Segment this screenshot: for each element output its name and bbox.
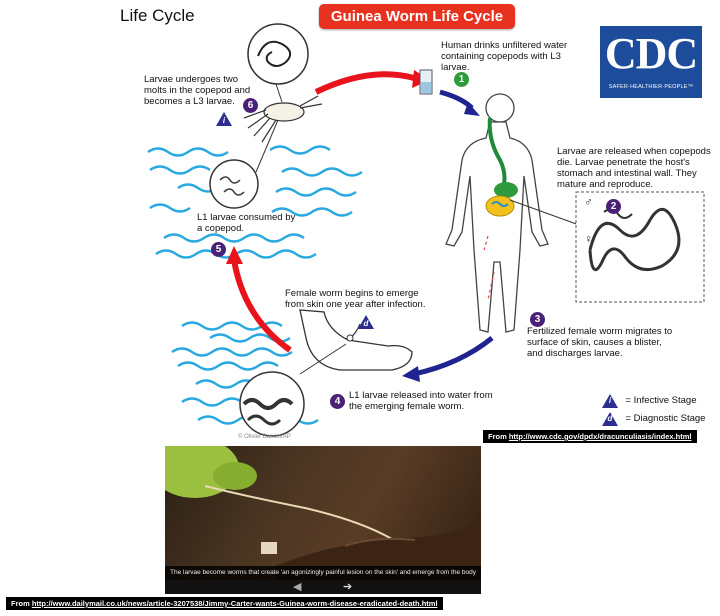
diagram-title-banner: Guinea Worm Life Cycle: [319, 4, 515, 29]
step-5-text: L1 larvae consumed by a copepod.: [197, 212, 296, 234]
photo-caption: The larvae become worms that create 'an …: [165, 566, 481, 580]
magnified-l1-in-copepod-icon: [209, 159, 259, 209]
step-1-badge: 1: [454, 72, 469, 87]
step-4-text: L1 larvae released into water from the e…: [349, 390, 493, 412]
step-5-badge: 5: [211, 242, 226, 257]
intestine-icon: [485, 195, 515, 217]
male-symbol-icon: ♂: [584, 195, 593, 209]
legend-diagnostic: d = Diagnostic Stage: [602, 410, 705, 428]
cdc-logo-letters: CDC: [604, 29, 698, 78]
step-2-badge: 2: [606, 199, 621, 214]
cdc-source-bar: From http://www.cdc.gov/dpdx/dracunculia…: [483, 430, 697, 443]
copepod-icon: [243, 95, 323, 143]
step-3-badge: 3: [530, 312, 545, 327]
female-symbol-icon: ♀: [584, 232, 593, 246]
cdc-source-link[interactable]: http://www.cdc.gov/dpdx/dracunculiasis/i…: [508, 432, 692, 441]
step-2-text: Larvae are released when copepods die. L…: [557, 146, 711, 190]
foot-icon: [299, 309, 413, 371]
arrow-3-to-4-icon: [413, 336, 494, 377]
photo-credit-watermark: © Olivier Basolo/AP: [238, 433, 291, 440]
step-1-text: Human drinks unfiltered water containing…: [441, 40, 568, 73]
slide-title: Life Cycle: [120, 6, 195, 25]
stomach-icon: [494, 182, 518, 198]
step-3-text: Fertilized female worm migrates to surfa…: [527, 326, 673, 359]
arrow-4-to-5-icon: [231, 259, 292, 353]
female-worm-emerge-note: Female worm begins to emerge from skin o…: [285, 288, 426, 310]
drinking-cup-icon: [419, 69, 433, 95]
dailymail-source-link[interactable]: http://www.dailymail.co.uk/news/article-…: [31, 599, 438, 608]
arrow-right-icon[interactable]: ➔: [343, 581, 353, 593]
infective-stage-marker: i: [216, 112, 232, 126]
arrow-left-icon[interactable]: ◀: [293, 581, 302, 593]
adult-worms-box: [575, 191, 705, 303]
step-6-badge: 6: [243, 98, 258, 113]
step-6-text: Larvae undergoes two molts in the copepo…: [144, 74, 251, 107]
magnified-l3-larva-icon: [247, 23, 309, 85]
water-waves-top-icon: [147, 145, 363, 259]
legend-infective-label: = Infective Stage: [625, 395, 697, 407]
magnified-l1-larvae-icon: [239, 371, 305, 437]
cdc-logo-tagline: SAFER·HEALTHIER·PEOPLE™: [608, 84, 694, 90]
female-worm-icon: [588, 208, 681, 272]
legend-diagnostic-label: = Diagnostic Stage: [625, 413, 706, 425]
life-cycle-illustration: © Olivier Basolo/AP: [147, 23, 705, 440]
legend-infective: i = Infective Stage: [602, 392, 697, 410]
gauze-icon: [261, 542, 277, 554]
arrow-6-to-1-icon: [314, 71, 415, 95]
step-4-badge: 4: [330, 394, 345, 409]
human-body-icon: [445, 93, 549, 333]
cdc-logo: CDC SAFER·HEALTHIER·PEOPLE™: [600, 26, 702, 98]
dailymail-source-prefix: From: [11, 599, 32, 608]
esophagus-icon: [487, 117, 507, 185]
diagnostic-stage-marker: d: [358, 315, 374, 329]
cdc-source-prefix: From: [488, 432, 509, 441]
dailymail-source-bar: From http://www.dailymail.co.uk/news/art…: [6, 597, 443, 610]
photo-nav-bar: ◀ ➔: [165, 580, 481, 594]
